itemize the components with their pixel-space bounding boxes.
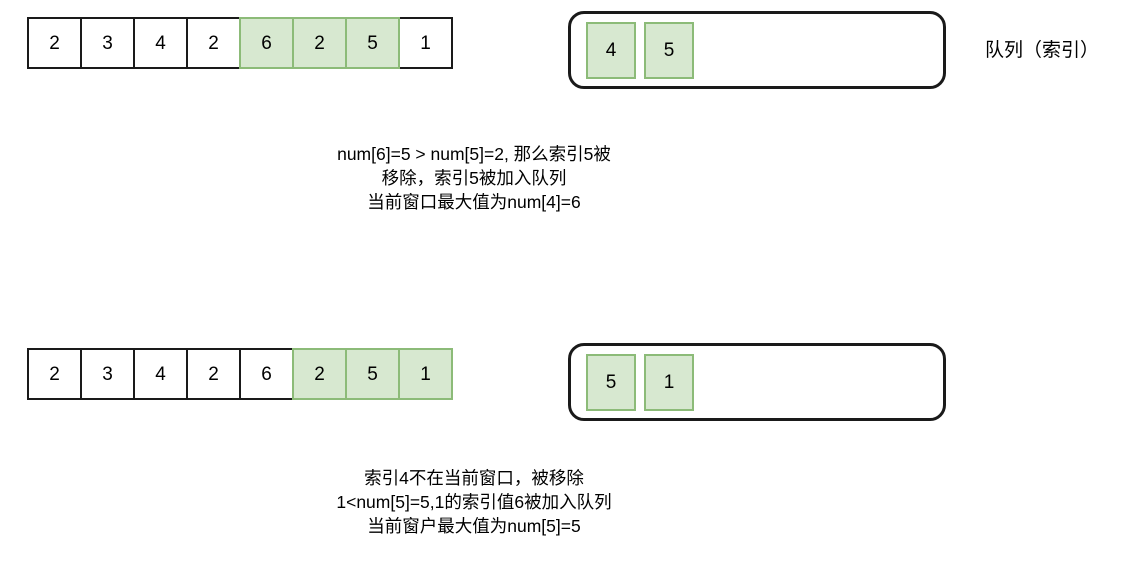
array-cell: 1 (398, 348, 453, 400)
array-cell: 5 (345, 348, 400, 400)
array-cell: 3 (80, 348, 135, 400)
caption-step-1: num[6]=5 > num[5]=2, 那么索引5被 移除，索引5被加入队列 … (174, 142, 774, 214)
array-cell: 2 (292, 348, 347, 400)
array-cell: 6 (239, 348, 294, 400)
array-cell: 4 (133, 17, 188, 69)
queue-cell: 5 (644, 21, 694, 79)
queue-label: 队列（索引） (985, 40, 1100, 61)
array-cell: 2 (27, 17, 82, 69)
queue-cell: 4 (586, 21, 636, 79)
array-cell: 3 (80, 17, 135, 69)
array-cell: 2 (27, 348, 82, 400)
array-cell: 5 (345, 17, 400, 69)
array-cell: 2 (292, 17, 347, 69)
caption-step-2: 索引4不在当前窗口，被移除 1<num[5]=5,1的索引值6被加入队列 当前窗… (174, 466, 774, 538)
array-cell: 2 (186, 17, 241, 69)
array-cell: 6 (239, 17, 294, 69)
array-cell: 1 (398, 17, 453, 69)
caption-line-2: 1<num[5]=5,1的索引值6被加入队列 (336, 492, 612, 512)
queue-cell: 1 (644, 353, 694, 411)
caption-line-3: 当前窗口最大值为num[4]=6 (367, 192, 581, 212)
caption-line-1: 索引4不在当前窗口，被移除 (364, 468, 584, 488)
queue-cell: 5 (586, 353, 636, 411)
caption-line-2: 移除，索引5被加入队列 (381, 168, 567, 188)
array-cell: 2 (186, 348, 241, 400)
array-cell: 4 (133, 348, 188, 400)
caption-line-3: 当前窗户最大值为num[5]=5 (367, 516, 581, 536)
caption-line-1: num[6]=5 > num[5]=2, 那么索引5被 (337, 144, 611, 164)
